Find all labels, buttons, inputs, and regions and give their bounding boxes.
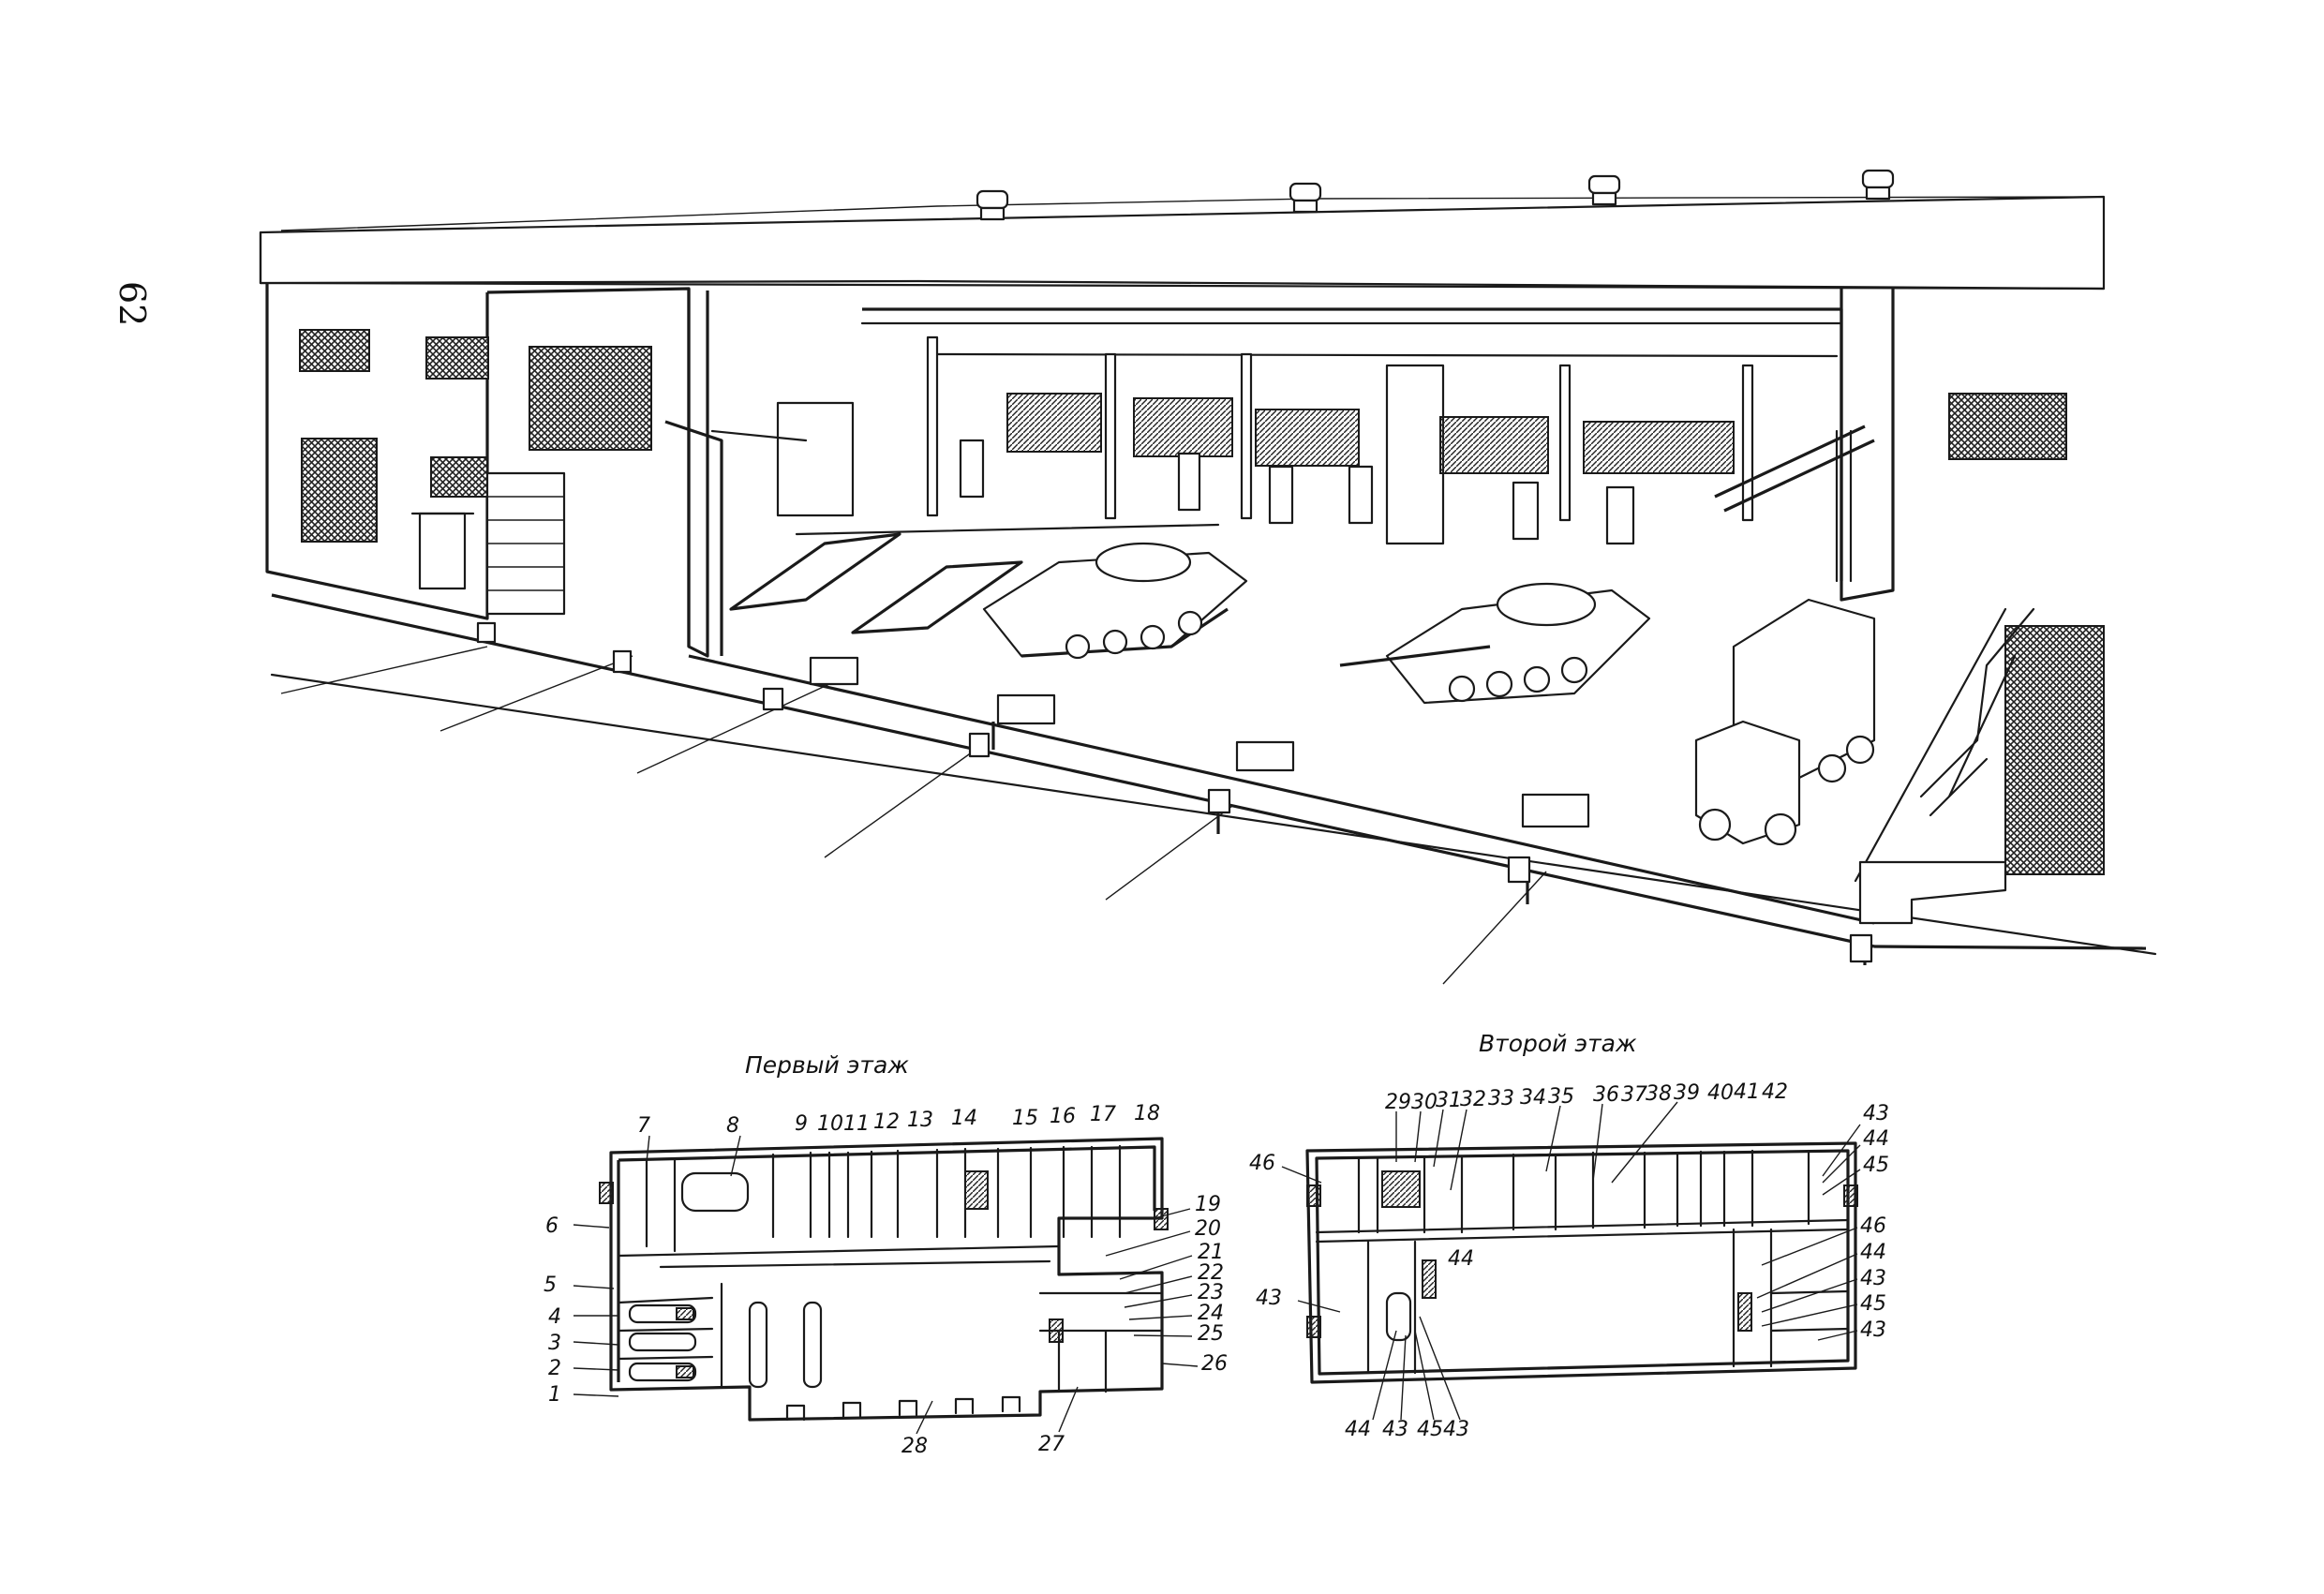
plan1-label-6: 6 [545, 1214, 559, 1238]
plan1-label-20: 20 [1195, 1217, 1221, 1241]
plan2-label-44d: 44 [1345, 1418, 1371, 1441]
plan1-label-25: 25 [1198, 1322, 1224, 1346]
plan2-label-42: 42 [1762, 1080, 1788, 1104]
truck [1694, 598, 1876, 846]
plan2-label-45b: 45 [1860, 1292, 1886, 1316]
roof-vents [976, 169, 1895, 221]
plan1-label-28: 28 [901, 1435, 928, 1458]
plan1-label-24: 24 [1198, 1302, 1224, 1325]
tank-1 [982, 542, 1248, 660]
plan1-label-13: 13 [907, 1109, 933, 1132]
plan2-label-43c: 43 [1860, 1318, 1886, 1342]
plan2-label-30: 30 [1411, 1091, 1438, 1114]
plan2-label-44b: 44 [1448, 1247, 1474, 1271]
floor-one-title: Первый этаж [745, 1051, 909, 1079]
plan1-label-19: 19 [1195, 1193, 1221, 1216]
plan2-label-34: 34 [1520, 1086, 1546, 1110]
plan1-label-22: 22 [1198, 1261, 1224, 1285]
floor-plan-first: Первый этаж 1 2 3 4 5 6 7 [544, 1051, 1228, 1458]
plan2-label-44c: 44 [1860, 1241, 1886, 1264]
tank-2 [1339, 582, 1651, 705]
plan1-label-10: 10 [817, 1112, 843, 1136]
floor-plan-second: Второй этаж 29 30 31 32 33 34 35 36 37 3… [1249, 1030, 1889, 1441]
plan2-label-45a: 45 [1863, 1154, 1889, 1177]
plan1-label-18: 18 [1134, 1102, 1160, 1125]
plan1-label-12: 12 [873, 1110, 900, 1134]
plan2-label-41: 41 [1734, 1080, 1760, 1104]
plan2-label-39: 39 [1674, 1081, 1700, 1105]
plan1-label-27: 27 [1038, 1433, 1065, 1456]
plan1-label-3: 3 [548, 1332, 561, 1355]
plan2-label-36: 36 [1593, 1083, 1619, 1107]
plan1-label-11: 11 [843, 1112, 870, 1136]
plan1-label-2: 2 [548, 1357, 561, 1380]
plan1-label-9: 9 [795, 1112, 808, 1136]
plan1-label-7: 7 [637, 1114, 650, 1138]
plan2-label-46b: 46 [1860, 1214, 1886, 1238]
plan1-label-17: 17 [1090, 1103, 1116, 1126]
plan1-label-26: 26 [1201, 1352, 1228, 1376]
plan1-label-1: 1 [548, 1383, 561, 1407]
plan2-label-31: 31 [1436, 1089, 1462, 1112]
plan1-label-21: 21 [1198, 1241, 1224, 1264]
plan2-label-38: 38 [1646, 1082, 1672, 1106]
workshop-perspective [259, 169, 2157, 985]
plan1-label-16: 16 [1050, 1105, 1076, 1128]
plan2-label-46a: 46 [1249, 1152, 1275, 1175]
plan2-label-35: 35 [1548, 1085, 1574, 1109]
plan1-label-8: 8 [726, 1114, 739, 1138]
plan2-label-43b: 43 [1860, 1267, 1886, 1290]
plan2-label-40: 40 [1707, 1081, 1734, 1105]
page-number: 62 [112, 281, 153, 326]
plan1-label-14: 14 [951, 1107, 977, 1130]
plan1-label-5: 5 [544, 1274, 557, 1297]
plan2-label-43d: 43 [1256, 1287, 1282, 1310]
plan2-label-44a: 44 [1863, 1127, 1889, 1151]
plan2-label-43a: 43 [1863, 1102, 1889, 1125]
plan1-label-23: 23 [1198, 1281, 1224, 1304]
plan2-label-43f: 43 [1443, 1418, 1469, 1441]
plan1-label-15: 15 [1012, 1107, 1038, 1130]
plan2-label-43e: 43 [1382, 1418, 1408, 1441]
plan2-label-29: 29 [1385, 1091, 1411, 1114]
plan2-label-33: 33 [1488, 1087, 1514, 1110]
floor-two-title: Второй этаж [1479, 1030, 1637, 1057]
plan2-label-45c: 45 [1417, 1418, 1443, 1441]
plan1-label-4: 4 [548, 1305, 561, 1329]
plan2-label-37: 37 [1621, 1083, 1647, 1107]
plan2-label-32: 32 [1460, 1088, 1486, 1111]
